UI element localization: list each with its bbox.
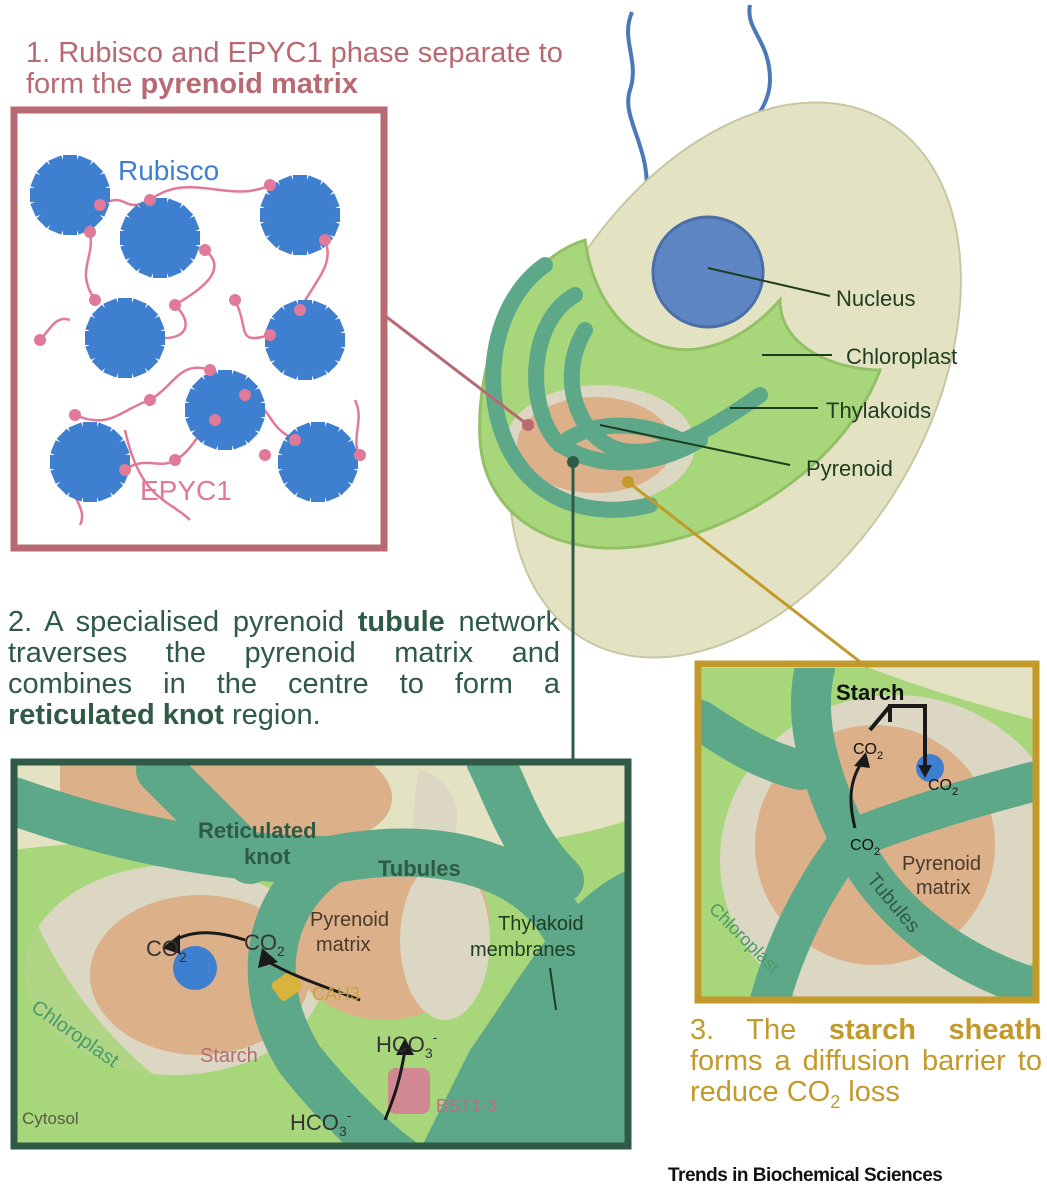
- starch-label: Starch: [200, 1045, 258, 1067]
- panel2-frame: [10, 758, 632, 1150]
- rubisco-complex: [185, 370, 265, 450]
- thylakoid-membranes-label-line2: membranes: [470, 939, 576, 961]
- rubisco-complex: [120, 198, 200, 278]
- epyc1-binding-sites: [34, 179, 366, 476]
- nucleus: [651, 215, 765, 329]
- co2-label-panel3-b: CO2: [928, 777, 958, 798]
- matrix-label-panel3: matrix: [916, 877, 970, 899]
- knot-label: knot: [244, 844, 291, 869]
- thylakoid-leader: [549, 967, 557, 1011]
- bst-label: BST1-3: [436, 1096, 497, 1116]
- panel3-scene: [698, 668, 1036, 1000]
- rubisco-complex: [30, 155, 110, 235]
- rubisco-complex: [85, 298, 165, 378]
- cah3-label: CAH3: [312, 984, 360, 1004]
- rubisco-complex: [50, 422, 130, 502]
- caption-pyrenoid-matrix: 1. Rubisco and EPYC1 phase separate to f…: [26, 37, 563, 100]
- reticulated-label: Reticulated: [198, 818, 317, 843]
- rubisco-label: Rubisco: [118, 155, 219, 186]
- thylakoids: [485, 257, 768, 518]
- pyrenoid-matrix-label-line2: matrix: [316, 934, 370, 956]
- co2-label-panel3-a: CO2: [853, 741, 883, 762]
- connector-dot-matrix: [522, 419, 534, 431]
- panel3-frame: [694, 660, 1040, 1004]
- rubisco-complex: [278, 422, 358, 502]
- pyrenoid-label: Pyrenoid: [806, 456, 893, 481]
- hco3-stroma-label: HCO3-: [290, 1107, 352, 1139]
- cytosol-label: Cytosol: [22, 1109, 79, 1128]
- pyrenoid-matrix-label-line1: Pyrenoid: [310, 909, 389, 931]
- journal-footer: Trends in Biochemical Sciences: [668, 1165, 943, 1186]
- pyrenoid-label-panel3: Pyrenoid: [902, 853, 981, 875]
- nucleus-label: Nucleus: [836, 286, 915, 311]
- connector-panel1: [383, 313, 529, 427]
- starch-label-panel3: Starch: [836, 680, 904, 705]
- epyc1-label: EPYC1: [140, 475, 232, 506]
- cell-leader-lines: [599, 267, 832, 466]
- thylakoid-membranes-label-line1: Thylakoid: [498, 913, 584, 935]
- co2-in-matrix-label: CO2: [146, 936, 187, 965]
- connector-panel3: [627, 480, 869, 670]
- connector-dot-knot: [567, 456, 579, 468]
- connector-dot-starch: [622, 476, 634, 488]
- tubules-label: Tubules: [378, 856, 461, 881]
- caption-starch-sheath: 3. The starch sheath forms a diffusion b…: [690, 1014, 1043, 1112]
- thylakoids-label: Thylakoids: [826, 398, 931, 423]
- co2-label-panel3-c: CO2: [850, 837, 880, 858]
- co2-from-cah3-label: CO2: [244, 930, 285, 959]
- caption-tubule-network: 2. A specialised pyrenoid tubule network…: [8, 606, 560, 731]
- hco3-lumen-label: HCO3-: [376, 1029, 438, 1061]
- chloroplast-label: Chloroplast: [846, 344, 957, 369]
- panel2-scene: [14, 762, 628, 1146]
